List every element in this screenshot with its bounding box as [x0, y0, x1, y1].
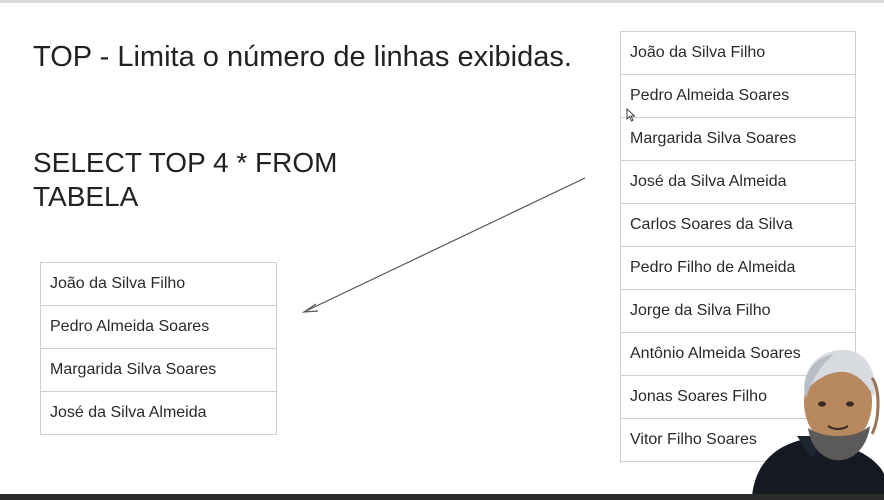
table-cell: Pedro Almeida Soares	[620, 74, 856, 118]
presenter-webcam	[742, 338, 884, 496]
table-row: Margarida Silva Soares	[620, 117, 856, 161]
table-cell: Pedro Almeida Soares	[40, 305, 277, 349]
window-bottom-edge	[0, 494, 884, 500]
table-row: Margarida Silva Soares	[40, 348, 277, 392]
table-cell: José da Silva Almeida	[40, 391, 277, 435]
table-cell: Pedro Filho de Almeida	[620, 246, 856, 290]
table-cell: José da Silva Almeida	[620, 160, 856, 204]
table-row: Pedro Almeida Soares	[620, 74, 856, 118]
table-row: Pedro Filho de Almeida	[620, 246, 856, 290]
mouse-pointer-icon	[626, 108, 636, 122]
table-cell: Margarida Silva Soares	[620, 117, 856, 161]
window-top-edge	[0, 0, 884, 3]
table-row: Jorge da Silva Filho	[620, 289, 856, 333]
table-row: João da Silva Filho	[40, 262, 277, 306]
table-cell: Margarida Silva Soares	[40, 348, 277, 392]
sql-query-line-2: TABELA	[33, 181, 139, 212]
table-row: Carlos Soares da Silva	[620, 203, 856, 247]
table-cell: João da Silva Filho	[620, 31, 856, 75]
table-cell: João da Silva Filho	[40, 262, 277, 306]
source-table: João da Silva Filho Pedro Almeida Soares…	[620, 31, 856, 462]
table-cell: Carlos Soares da Silva	[620, 203, 856, 247]
table-row: José da Silva Almeida	[620, 160, 856, 204]
result-table: João da Silva Filho Pedro Almeida Soares…	[40, 262, 277, 435]
sql-query: SELECT TOP 4 * FROM TABELA	[33, 146, 337, 214]
table-row: José da Silva Almeida	[40, 391, 277, 435]
slide-title: TOP - Limita o número de linhas exibidas…	[33, 41, 572, 73]
table-cell: Jorge da Silva Filho	[620, 289, 856, 333]
table-row: João da Silva Filho	[620, 31, 856, 75]
sql-query-line-1: SELECT TOP 4 * FROM	[33, 147, 338, 178]
table-row: Pedro Almeida Soares	[40, 305, 277, 349]
